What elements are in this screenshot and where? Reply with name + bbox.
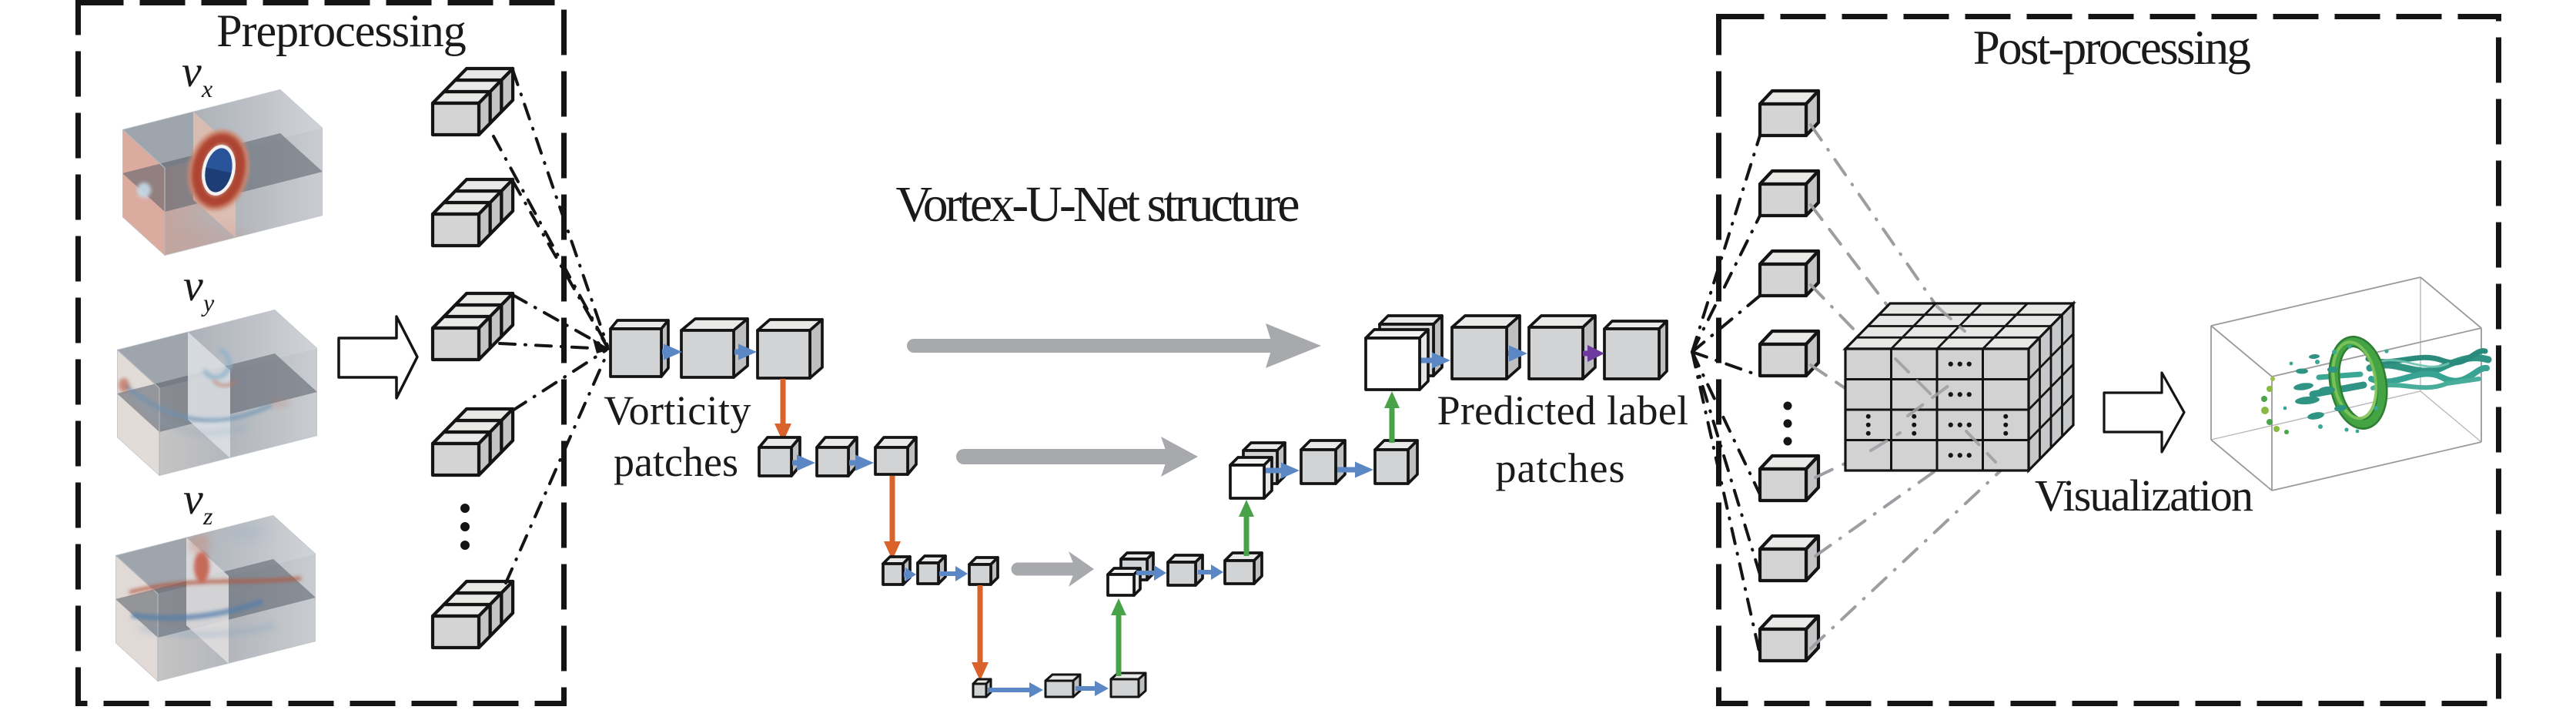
svg-text:y: y bbox=[201, 289, 215, 316]
svg-text:Vorticity: Vorticity bbox=[604, 387, 751, 434]
svg-text:v: v bbox=[182, 46, 202, 96]
svg-text:Post-processing: Post-processing bbox=[1973, 21, 2251, 75]
svg-text:Visualization: Visualization bbox=[2035, 471, 2253, 521]
svg-text:v: v bbox=[183, 260, 203, 310]
svg-text:v: v bbox=[183, 474, 203, 524]
svg-text:Preprocessing: Preprocessing bbox=[216, 5, 466, 56]
svg-text:patches: patches bbox=[614, 439, 738, 485]
svg-text:Predicted label: Predicted label bbox=[1437, 387, 1689, 434]
svg-text:Vortex-U-Net structure: Vortex-U-Net structure bbox=[895, 176, 1298, 233]
svg-text:patches: patches bbox=[1496, 445, 1626, 491]
svg-text:x: x bbox=[201, 75, 212, 102]
svg-text:z: z bbox=[202, 502, 213, 530]
